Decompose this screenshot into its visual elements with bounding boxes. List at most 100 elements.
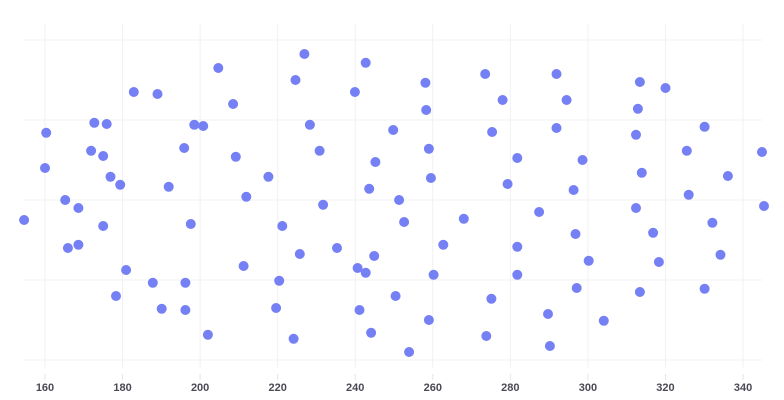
data-point[interactable]: [360, 57, 371, 68]
data-point[interactable]: [290, 75, 301, 85]
data-point[interactable]: [487, 127, 498, 137]
data-point[interactable]: [41, 127, 52, 138]
data-point[interactable]: [370, 157, 381, 167]
data-point[interactable]: [213, 63, 224, 73]
data-point[interactable]: [369, 251, 380, 261]
data-point[interactable]: [179, 143, 190, 153]
data-point[interactable]: [304, 119, 315, 130]
data-point[interactable]: [632, 103, 643, 114]
data-point[interactable]: [189, 119, 200, 130]
data-point[interactable]: [98, 221, 109, 231]
data-point[interactable]: [497, 95, 508, 105]
data-point[interactable]: [277, 221, 288, 231]
data-point[interactable]: [438, 239, 449, 250]
data-point[interactable]: [480, 69, 491, 79]
data-point[interactable]: [420, 77, 431, 88]
data-point[interactable]: [366, 327, 377, 338]
data-point[interactable]: [60, 195, 71, 205]
data-point[interactable]: [570, 229, 581, 239]
data-point[interactable]: [314, 145, 325, 156]
data-point[interactable]: [715, 249, 726, 260]
data-point[interactable]: [111, 291, 121, 301]
data-point[interactable]: [98, 151, 109, 161]
data-point[interactable]: [198, 121, 209, 131]
data-point[interactable]: [228, 99, 239, 109]
data-point[interactable]: [583, 255, 594, 266]
data-point[interactable]: [156, 303, 167, 314]
data-point[interactable]: [40, 163, 50, 173]
data-point[interactable]: [544, 341, 555, 351]
data-point[interactable]: [390, 291, 401, 301]
data-point[interactable]: [577, 155, 588, 165]
data-point[interactable]: [354, 305, 365, 315]
data-point[interactable]: [707, 217, 718, 228]
data-point[interactable]: [128, 87, 139, 97]
data-point[interactable]: [631, 203, 641, 213]
data-point[interactable]: [121, 265, 132, 275]
data-point[interactable]: [512, 269, 523, 280]
data-point[interactable]: [202, 329, 213, 340]
data-point[interactable]: [101, 119, 112, 129]
data-point[interactable]: [699, 283, 710, 294]
data-point[interactable]: [598, 315, 609, 326]
data-point[interactable]: [568, 185, 579, 195]
data-point[interactable]: [423, 143, 434, 154]
data-point[interactable]: [299, 49, 310, 59]
data-point[interactable]: [360, 267, 371, 278]
data-point[interactable]: [73, 203, 84, 213]
data-point[interactable]: [534, 207, 545, 217]
data-point[interactable]: [318, 199, 329, 210]
data-point[interactable]: [421, 105, 432, 115]
data-point[interactable]: [19, 215, 30, 225]
data-point[interactable]: [332, 243, 342, 253]
data-point[interactable]: [180, 305, 191, 315]
data-point[interactable]: [241, 191, 252, 202]
data-point[interactable]: [349, 87, 360, 97]
data-point[interactable]: [648, 227, 659, 238]
data-point[interactable]: [86, 145, 97, 156]
data-point[interactable]: [634, 77, 645, 87]
data-point[interactable]: [683, 189, 694, 200]
data-point[interactable]: [757, 147, 767, 157]
data-point[interactable]: [636, 167, 647, 178]
data-point[interactable]: [404, 347, 415, 357]
data-point[interactable]: [271, 303, 282, 313]
data-point[interactable]: [481, 331, 492, 341]
data-point[interactable]: [105, 171, 116, 182]
data-point[interactable]: [561, 95, 572, 105]
data-point[interactable]: [89, 117, 100, 128]
data-point[interactable]: [394, 195, 405, 205]
data-point[interactable]: [180, 277, 191, 288]
data-point[interactable]: [551, 69, 562, 79]
data-point[interactable]: [288, 333, 299, 344]
data-point[interactable]: [502, 179, 513, 189]
data-point[interactable]: [62, 243, 73, 253]
data-point[interactable]: [512, 153, 523, 163]
data-point[interactable]: [388, 125, 399, 135]
data-point[interactable]: [294, 249, 305, 259]
data-point[interactable]: [73, 239, 84, 250]
data-point[interactable]: [185, 219, 196, 229]
data-point[interactable]: [681, 145, 692, 156]
data-point[interactable]: [399, 217, 410, 227]
data-point[interactable]: [486, 293, 497, 304]
data-point[interactable]: [653, 257, 664, 267]
data-point[interactable]: [759, 201, 769, 211]
data-point[interactable]: [543, 309, 553, 319]
data-point[interactable]: [571, 283, 582, 293]
data-point[interactable]: [634, 287, 645, 297]
data-point[interactable]: [722, 171, 733, 181]
data-point[interactable]: [230, 151, 241, 162]
data-point[interactable]: [512, 241, 523, 252]
data-point[interactable]: [352, 263, 363, 273]
data-point[interactable]: [551, 123, 562, 133]
data-point[interactable]: [425, 173, 436, 183]
data-point[interactable]: [423, 315, 434, 325]
data-point[interactable]: [147, 277, 158, 288]
data-point[interactable]: [699, 121, 710, 132]
data-point[interactable]: [274, 275, 285, 286]
data-point[interactable]: [660, 83, 671, 93]
data-point[interactable]: [631, 129, 641, 140]
data-point[interactable]: [238, 261, 249, 271]
data-point[interactable]: [163, 181, 174, 192]
